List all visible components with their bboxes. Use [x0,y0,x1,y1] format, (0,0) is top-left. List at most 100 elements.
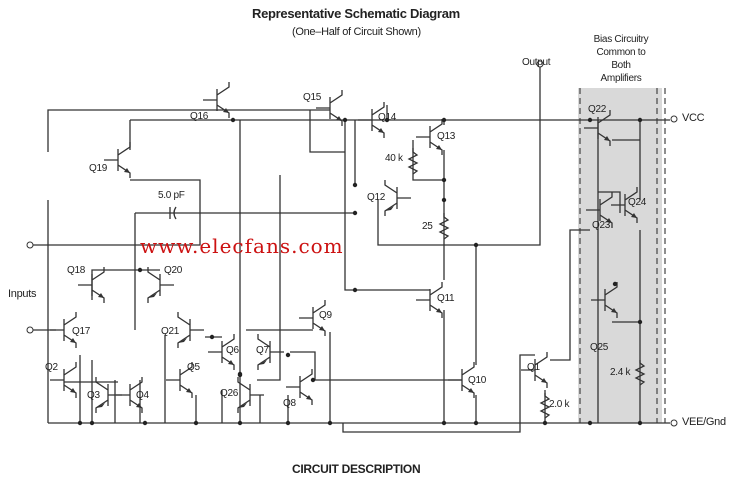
emitter-arrow-icon [238,403,247,408]
emitter-arrow-icon [148,293,157,298]
wires [30,67,670,433]
watermark: www.elecfans.com [140,234,344,258]
emitter-arrow-icon [336,116,342,121]
resistor-40k [407,148,419,175]
transistor-label: Q10 [468,375,487,386]
capacitor-5pf [169,206,177,220]
capacitor-label: 5.0 pF [158,190,185,201]
transistor-q7 [257,334,284,370]
transistor-q18 [78,267,105,303]
transistor-label: Q24 [628,197,647,208]
transistor-q16 [203,82,230,118]
transistor-label: Q5 [187,362,200,373]
resistors [407,148,646,419]
transistor-q19 [104,142,131,178]
emitter-arrow-icon [70,338,76,343]
emitter-arrow-icon [378,128,384,133]
transistor-label: Q2 [45,362,58,373]
diagram-title: Representative Schematic Diagram [252,6,460,21]
transistor-q20 [147,267,174,303]
transistor-label: Q1 [527,362,540,373]
transistor-q3 [95,377,122,413]
transistor-label: Q6 [226,345,239,356]
transistor-label: Q12 [367,192,386,203]
emitter-arrow-icon [70,388,76,393]
transistor-q23 [586,192,613,228]
junction-dots [77,117,643,426]
input-terminal-1[interactable] [26,241,34,249]
transistor-label: Q9 [319,310,332,321]
vcc-terminal [670,115,678,123]
transistor-label: Q13 [437,131,456,142]
emitter-arrow-icon [631,213,637,218]
transistor-q8 [286,369,313,405]
transistor-label: Q16 [190,111,209,122]
transistor-q17 [50,312,77,348]
transistor-label: Q22 [588,104,607,115]
transistor-label: Q17 [72,326,91,337]
emitter-arrow-icon [136,403,142,408]
transistor-q2 [50,362,77,398]
transistor-q9 [299,300,326,336]
resistor-25-label: 25 [422,221,433,232]
bias-circuitry-region [578,88,662,423]
emitter-arrow-icon [258,360,267,365]
transistor-label: Q23 [592,220,611,231]
transistor-q26 [237,377,264,413]
vee-terminal [670,419,678,427]
emitter-arrow-icon [228,360,234,365]
transistor-label: Q26 [220,388,239,399]
diagram-subtitle: (One–Half of Circuit Shown) [292,26,421,38]
transistor-label: Q18 [67,265,86,276]
output-label: Output [522,57,551,68]
emitter-arrow-icon [606,218,612,223]
emitter-arrow-icon [436,308,442,313]
transistor-q11 [416,282,443,318]
transistor-group [50,82,638,413]
transistor-label: Q21 [161,326,180,337]
transistor-q5 [166,362,193,398]
emitter-arrow-icon [124,168,130,173]
vcc-label: VCC [682,112,705,124]
emitter-arrow-icon [98,293,104,298]
resistor-2k-label: 2.0 k [549,399,570,410]
emitter-arrow-icon [96,403,105,408]
emitter-arrow-icon [604,136,610,141]
transistor-q12 [384,180,411,216]
transistor-label: Q7 [256,345,269,356]
transistor-label: Q8 [283,398,296,409]
transistor-label: Q3 [87,390,100,401]
resistor-24k [634,360,646,386]
transistor-q24 [611,187,638,223]
emitter-arrow-icon [541,378,547,383]
output-terminal[interactable] [536,60,544,68]
transistor-label: Q15 [303,92,322,103]
resistor-24k-label: 2.4 k [610,367,631,378]
resistor-40k-label: 40 k [385,153,403,164]
emitter-arrow-icon [385,206,394,211]
emitter-arrow-icon [186,388,192,393]
inputs-label: Inputs [8,288,37,300]
transistor-q15 [316,90,343,126]
transistor-label: Q14 [378,112,397,123]
transistor-label: Q19 [89,163,108,174]
transistor-q10 [448,362,475,398]
vee-label: VEE/Gnd [682,416,726,428]
transistor-q13 [416,119,443,155]
transistor-label: Q25 [590,342,609,353]
terminals [26,60,678,427]
emitter-arrow-icon [223,108,229,113]
emitter-arrow-icon [319,326,325,331]
transistor-q21 [177,312,204,348]
bias-label-line: Common to Both [596,47,646,71]
input-terminal-2[interactable] [26,326,34,334]
bias-label-line: Bias Circuitry [593,34,649,45]
resistor-25 [438,213,450,240]
transistor-label: Q11 [437,293,455,304]
emitter-arrow-icon [306,395,312,400]
circuit-description-heading: CIRCUIT DESCRIPTION [292,462,421,476]
transistor-q25 [591,282,618,318]
emitter-arrow-icon [468,388,474,393]
transistor-q6 [208,334,235,370]
